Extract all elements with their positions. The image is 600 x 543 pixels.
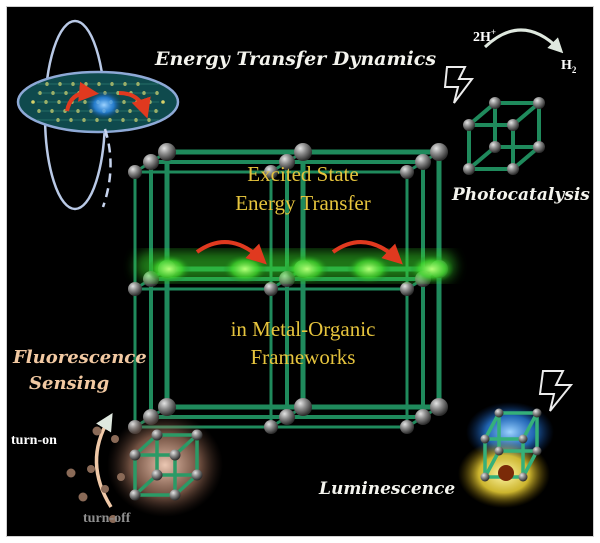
analyte-dots [66,426,125,523]
energy-transfer-dynamics-illustration [16,19,180,211]
metal-node [415,154,431,170]
metal-node [143,154,159,170]
metal-node [400,420,414,434]
metal-node [128,282,142,296]
metal-node [430,143,448,161]
luminescence-illustration [458,370,574,508]
metal-node [279,409,295,425]
luminescence-label: Luminescence [318,479,455,499]
red-hop-arrow [195,240,267,265]
metal-organic-framework-lattice [128,143,448,434]
center-title-line-2: Energy Transfer [235,191,371,215]
fluorescence-label: Fluorescence [12,347,147,368]
metal-node [430,398,448,416]
center-title-line-4: Frameworks [251,345,356,369]
photocatalyst-cube [463,97,545,175]
metal-node [264,165,278,179]
metal-node [264,420,278,434]
metal-node [279,154,295,170]
sensing-cube [129,429,203,501]
lightning-bolt-icon [443,66,474,104]
metal-node [158,143,176,161]
reactant-label: 2H+ [473,27,496,45]
lightning-bolt-icon [538,370,574,412]
metal-node [400,165,414,179]
energy-transfer-glow [135,251,455,283]
center-title-line-3: in Metal-Organic [231,317,376,341]
metal-node [400,282,414,296]
metal-node [128,165,142,179]
photocatalysis-illustration: 2H+ H2 [443,27,577,175]
metal-node [158,398,176,416]
energy-transfer-arrows [195,240,403,265]
metal-node [264,282,278,296]
fluorescence-sensing-illustration [66,413,223,523]
metal-node [415,409,431,425]
product-label: H2 [561,58,577,75]
center-title-line-1: Excited State [247,162,358,186]
illustration-canvas: Excited State Energy Transfer in Metal-O… [11,19,590,526]
photocatalysis-label: Photocatalysis [451,185,590,205]
sensing-label: Sensing [29,373,109,394]
energy-transfer-dynamics-label: Energy Transfer Dynamics [154,48,436,70]
metal-node [294,398,312,416]
graphical-abstract-panel: Excited State Energy Transfer in Metal-O… [6,6,594,537]
turn-off-label: turn-off [83,511,131,526]
turn-on-label: turn-on [11,433,57,448]
red-hop-arrow [331,240,403,265]
metal-node [294,143,312,161]
